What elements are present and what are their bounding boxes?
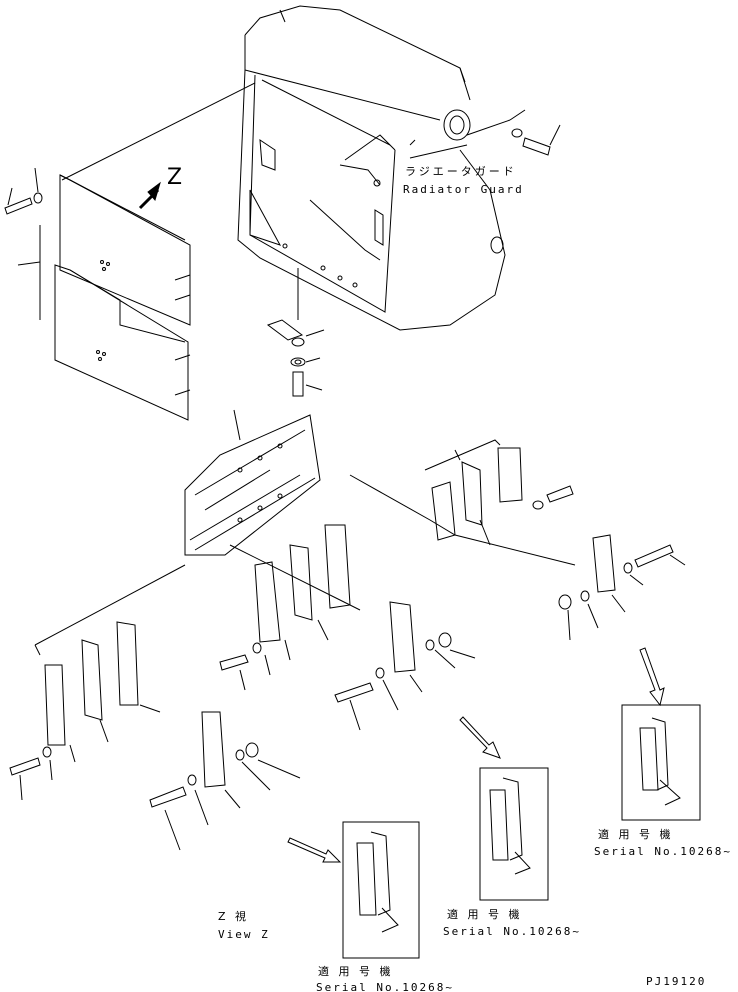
- serial-label-en-1: Serial No.10268~: [594, 845, 732, 858]
- view-z-label-en: View Z: [218, 928, 270, 941]
- right-upper-brackets: [431, 447, 574, 546]
- serial-label-jp-3: 適 用 号 機: [318, 965, 394, 978]
- center-plate: [184, 409, 321, 556]
- detail-box-3: [342, 821, 420, 959]
- view-z-marker: Z: [167, 165, 183, 190]
- side-covers: [17, 82, 256, 421]
- view-z-label-jp: Z 視: [218, 910, 250, 923]
- radiator-guard-frame: [237, 5, 506, 331]
- serial-label-en-3: Serial No.10268~: [316, 981, 454, 992]
- middle-brackets: [219, 524, 476, 731]
- center-bolt-group: [266, 268, 325, 397]
- right-lower-bracket: [558, 534, 686, 641]
- detail-box-2: [479, 767, 549, 901]
- serial-label-jp-1: 適 用 号 機: [598, 828, 674, 841]
- left-top-bolt: [4, 167, 43, 215]
- serial-label-en-2: Serial No.10268~: [443, 925, 581, 938]
- radiator-guard-label-jp: ラジエータガード: [405, 165, 517, 178]
- radiator-guard-label-en: Radiator Guard: [403, 183, 524, 196]
- left-lower-brackets: [9, 621, 301, 851]
- serial-label-jp-2: 適 用 号 機: [447, 908, 523, 921]
- drawing-code: PJ19120: [646, 975, 707, 988]
- view-arrows: [138, 181, 665, 863]
- detail-box-1: [621, 704, 701, 821]
- radiator-guard-leader: [409, 144, 468, 159]
- right-top-bolt: [466, 109, 561, 156]
